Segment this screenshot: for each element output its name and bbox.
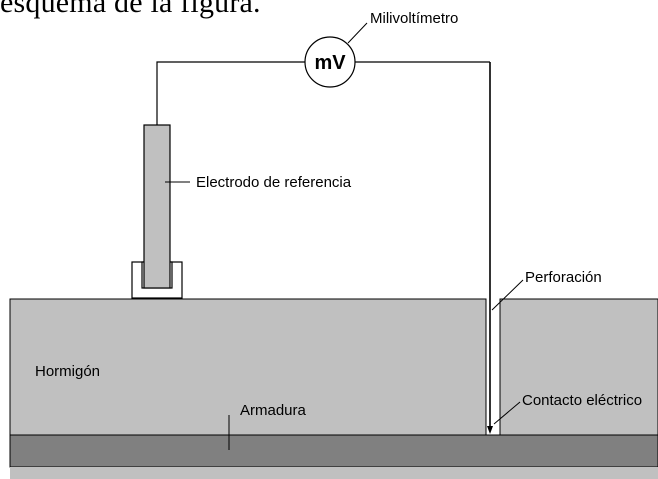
- wire-electrode: [156, 61, 305, 125]
- millivoltmeter: [304, 36, 356, 88]
- concrete-block-right: [499, 298, 658, 436]
- label-drill-hole: Perforación: [525, 269, 602, 286]
- leader-drill-hole: [491, 279, 524, 311]
- rebar: [9, 434, 658, 468]
- reference-electrode: [143, 124, 171, 289]
- contact-probe-tip: [487, 426, 493, 434]
- label-rebar: Armadura: [240, 402, 307, 419]
- label-concrete: Hormigón: [35, 363, 100, 380]
- leader-contact: [493, 401, 521, 425]
- concrete-bottom-band: [10, 467, 658, 479]
- leader-meter: [347, 22, 368, 44]
- meter-symbol: mV: [314, 52, 346, 74]
- label-electric-contact: Contacto eléctrico: [522, 392, 642, 409]
- label-millivoltmeter: Milivoltímetro: [370, 10, 458, 27]
- drill-hole: [486, 299, 500, 435]
- caption-fragment: esquema de la figura.: [0, 0, 261, 19]
- label-reference-electrode: Electrodo de referencia: [196, 174, 352, 191]
